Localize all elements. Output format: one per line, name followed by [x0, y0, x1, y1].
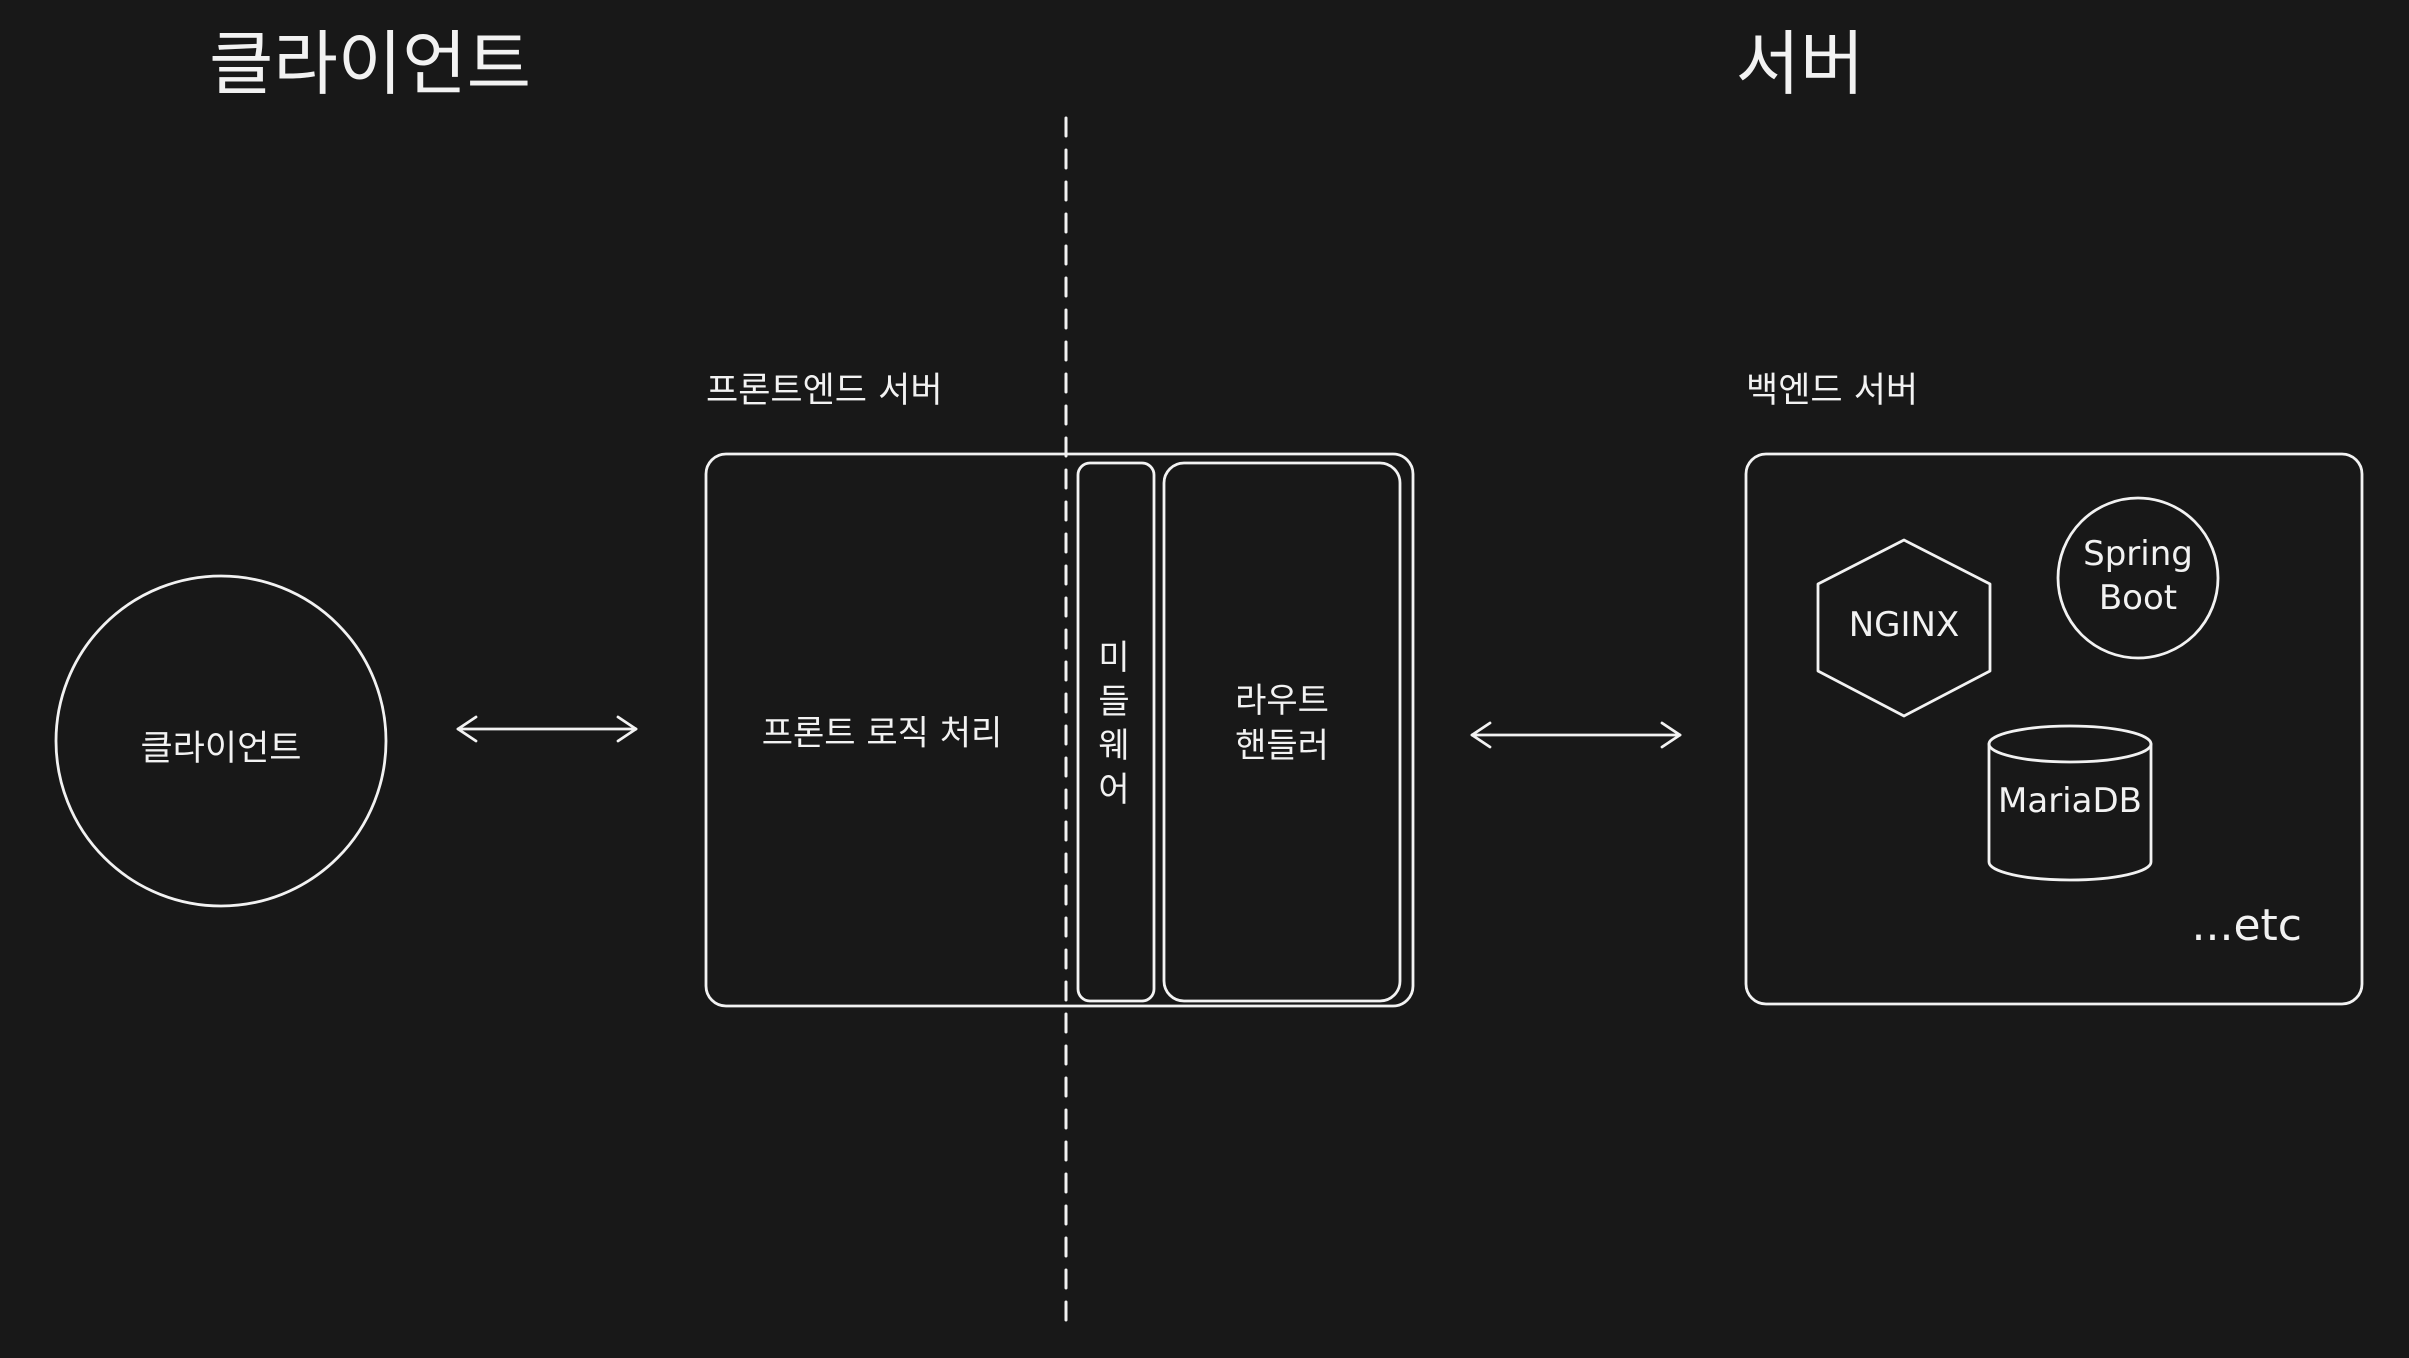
nginx-hexagon [1816, 538, 1992, 718]
route-handler-line-1: 라우트 [1235, 681, 1329, 721]
frontend-backend-arrow [1470, 721, 1682, 749]
spring-boot-circle [2056, 496, 2220, 660]
server-heading: 서버 [1736, 23, 1865, 105]
spring-boot-line-2: Boot [2099, 578, 2177, 618]
middleware-char-1: 미 [1098, 638, 1129, 678]
middleware-char-3: 웨 [1098, 726, 1129, 766]
client-heading: 클라이언트 [209, 23, 531, 105]
backend-server-box [1744, 452, 2364, 1006]
middleware-char-2: 들 [1098, 682, 1129, 722]
etc-label: ...etc [2192, 900, 2302, 951]
mariadb-cylinder [1987, 724, 2153, 882]
middleware-label: 미 들 웨 어 [1098, 638, 1129, 810]
nginx-label: NGINX [1849, 605, 1960, 645]
middleware-box [1076, 461, 1156, 1003]
client-node-label: 클라이언트 [140, 729, 301, 769]
mariadb-label: MariaDB [1998, 781, 2142, 821]
backend-server-title: 백엔드 서버 [1746, 371, 1918, 411]
spring-boot-line-1: Spring [2083, 534, 2193, 574]
frontend-server-title: 프론트엔드 서버 [706, 371, 943, 411]
middleware-char-4: 어 [1098, 770, 1129, 810]
route-handler-box [1162, 461, 1402, 1003]
client-circle [54, 574, 388, 908]
frontend-server-box [704, 452, 1415, 1008]
client-frontend-arrow [456, 715, 638, 743]
frontend-logic-label: 프론트 로직 처리 [762, 714, 1003, 754]
route-handler-line-2: 핸들러 [1235, 726, 1329, 766]
